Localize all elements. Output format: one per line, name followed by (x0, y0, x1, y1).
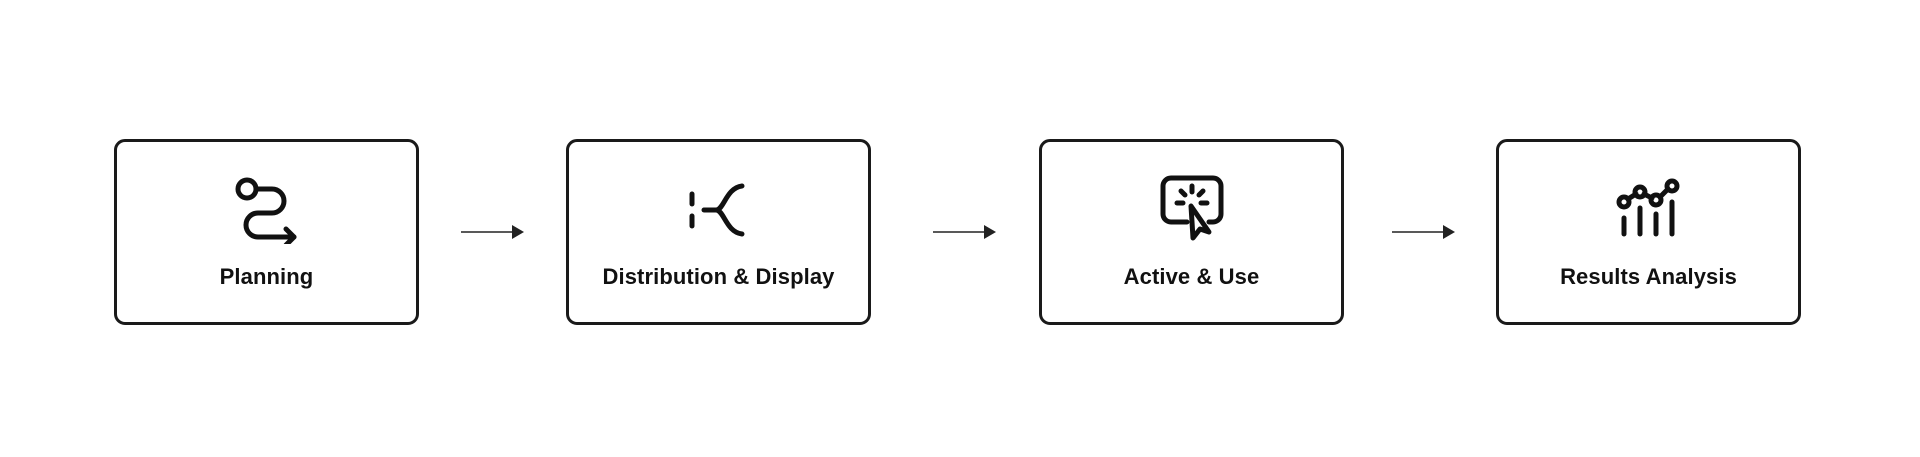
step-label: Distribution & Display (602, 264, 835, 289)
arrow-right-icon (461, 220, 525, 244)
distribution-icon (684, 174, 754, 244)
click-screen-icon (1157, 174, 1227, 244)
step-results-analysis: Results Analysis (1496, 139, 1801, 325)
analytics-icon (1614, 174, 1684, 244)
step-planning: Planning (114, 139, 419, 325)
step-label: Active & Use (1123, 264, 1260, 289)
arrow-right-icon (933, 220, 997, 244)
step-distribution-display: Distribution & Display (566, 139, 871, 325)
route-icon (232, 174, 302, 244)
arrow-right-icon (1392, 220, 1456, 244)
step-label: Results Analysis (1560, 264, 1737, 289)
step-label: Planning (219, 264, 314, 289)
step-active-use: Active & Use (1039, 139, 1344, 325)
